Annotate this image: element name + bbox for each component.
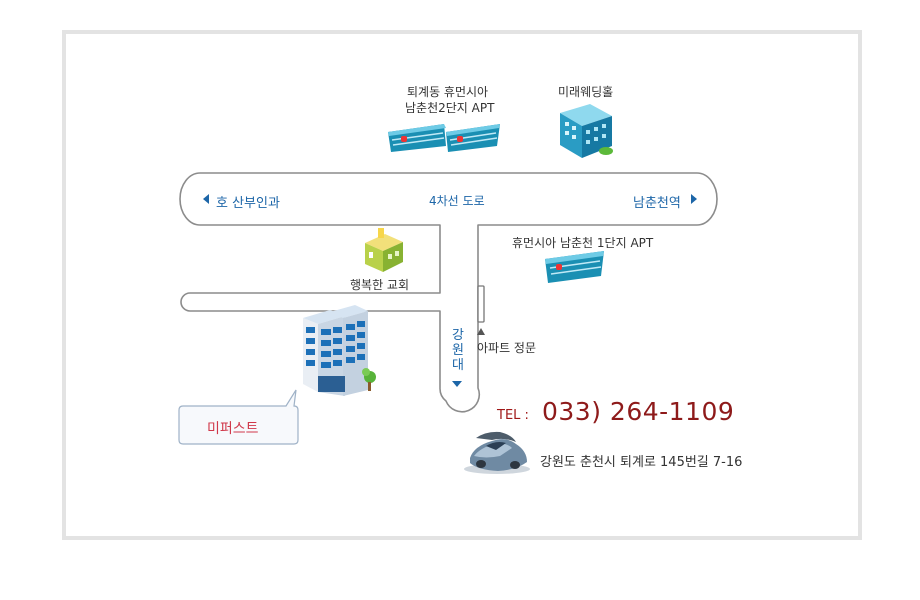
left-arrow-icon [203,194,209,204]
down-arrow-icon [452,381,462,387]
destination-name: 미퍼스트 [207,421,259,437]
destination-bubble [178,389,299,445]
wedding-hall-building-icon [560,104,613,158]
address-text: 강원도 춘천시 퇴계로 145번길 7-16 [540,455,743,470]
apartment-building-icon [388,124,446,152]
mifirst-building-icon [303,305,376,396]
right-direction-label: 남춘천역 [633,196,681,211]
apartment-building-icon [545,251,604,283]
apartment-gate-label: 아파트 정문 [477,341,537,355]
left-direction-label: 호 산부인과 [216,196,280,211]
church-label: 행복한 교회 [350,278,410,292]
church-building-icon [365,228,403,272]
apartment1-label: 휴먼시아 남춘천 1단지 APT [512,236,654,250]
gate-bar-icon [477,285,485,323]
car-icon [464,431,530,474]
apartment2-label-line1: 퇴계동 휴먼시아 [407,85,489,99]
apartment2-label-line2: 남춘천2단지 APT [405,101,495,115]
road-network [179,172,718,413]
phone-number: 033) 264-1109 [542,397,735,426]
center-road-label: 4차선 도로 [429,194,485,208]
wedding-hall-label: 미래웨딩홀 [558,85,614,99]
apartment-building-icon [446,124,500,152]
right-arrow-icon [691,194,697,204]
tel-prefix: TEL : [497,408,529,423]
gate-triangle-icon [477,328,485,335]
